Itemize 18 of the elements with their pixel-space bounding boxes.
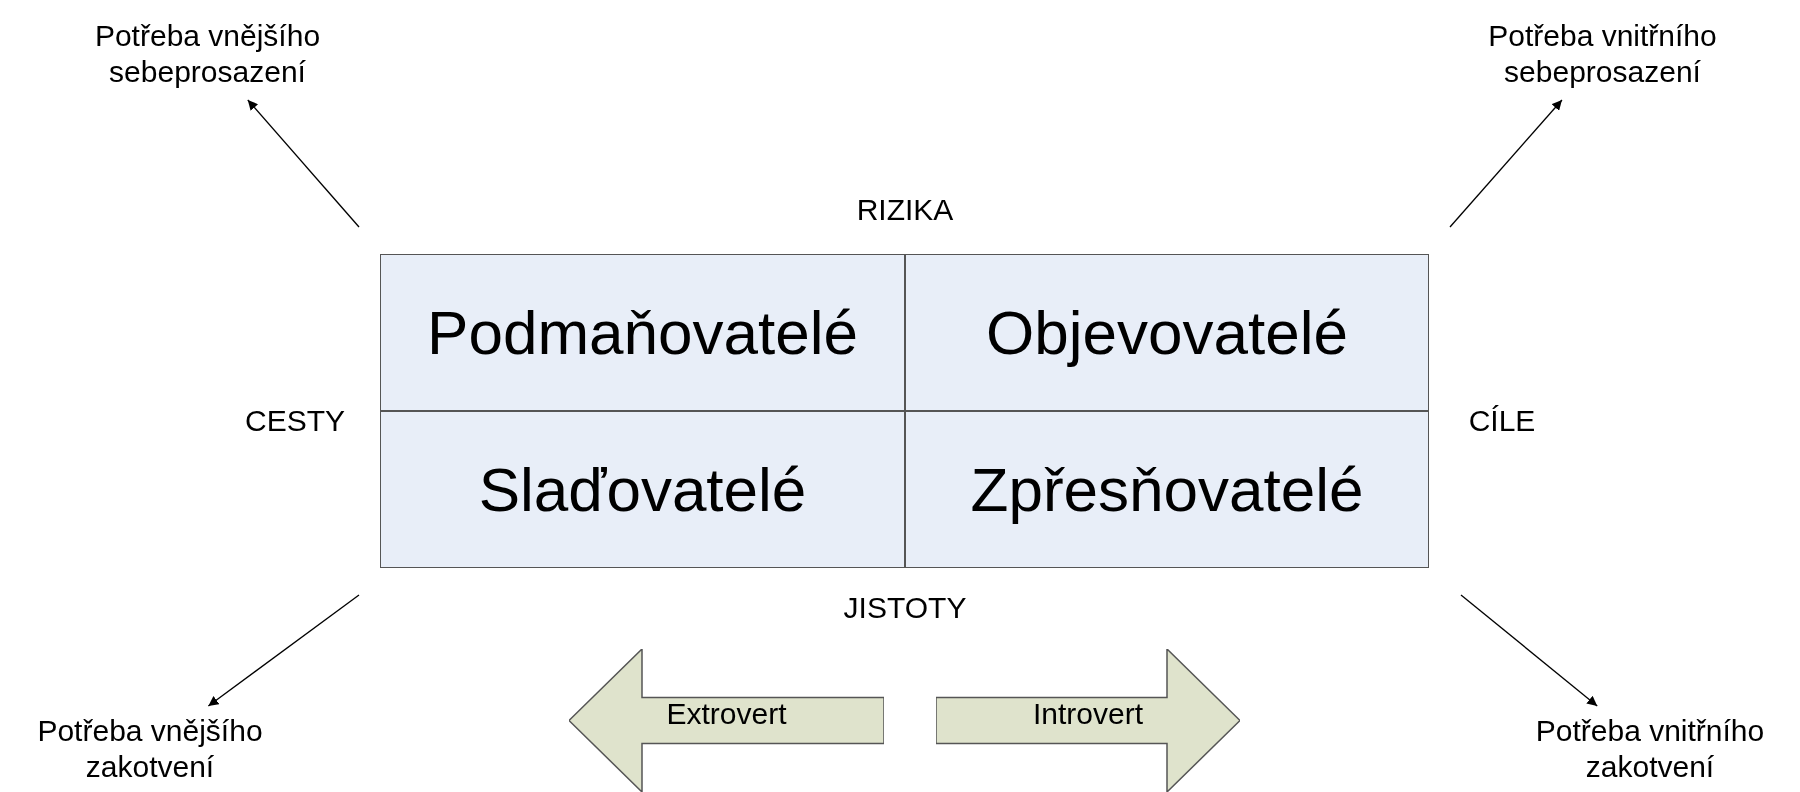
quadrant-box: Objevovatelé <box>905 254 1429 411</box>
quadrant-box: Podmaňovatelé <box>380 254 905 411</box>
need-label: Potřeba vnějšího zakotvení <box>0 706 300 792</box>
axis-label: RIZIKA <box>856 193 954 227</box>
arrow <box>1449 99 1563 228</box>
block-arrow: Introvert <box>936 649 1240 792</box>
axis-label: CÍLE <box>1468 404 1536 438</box>
quadrant-box: Zpřesňovatelé <box>905 411 1429 568</box>
arrow <box>1460 594 1598 707</box>
axis-label: JISTOTY <box>843 591 967 625</box>
need-label: Potřeba vnitřního zakotvení <box>1500 706 1800 792</box>
quadrant-box: Slaďovatelé <box>380 411 905 568</box>
block-arrow: Extrovert <box>569 649 884 792</box>
need-label: Potřeba vnějšího sebeprosazení <box>45 8 370 100</box>
need-label: Potřeba vnitřního sebeprosazení <box>1440 8 1765 100</box>
axis-label: CESTY <box>245 404 345 438</box>
arrow <box>247 99 360 228</box>
arrow <box>207 594 360 707</box>
